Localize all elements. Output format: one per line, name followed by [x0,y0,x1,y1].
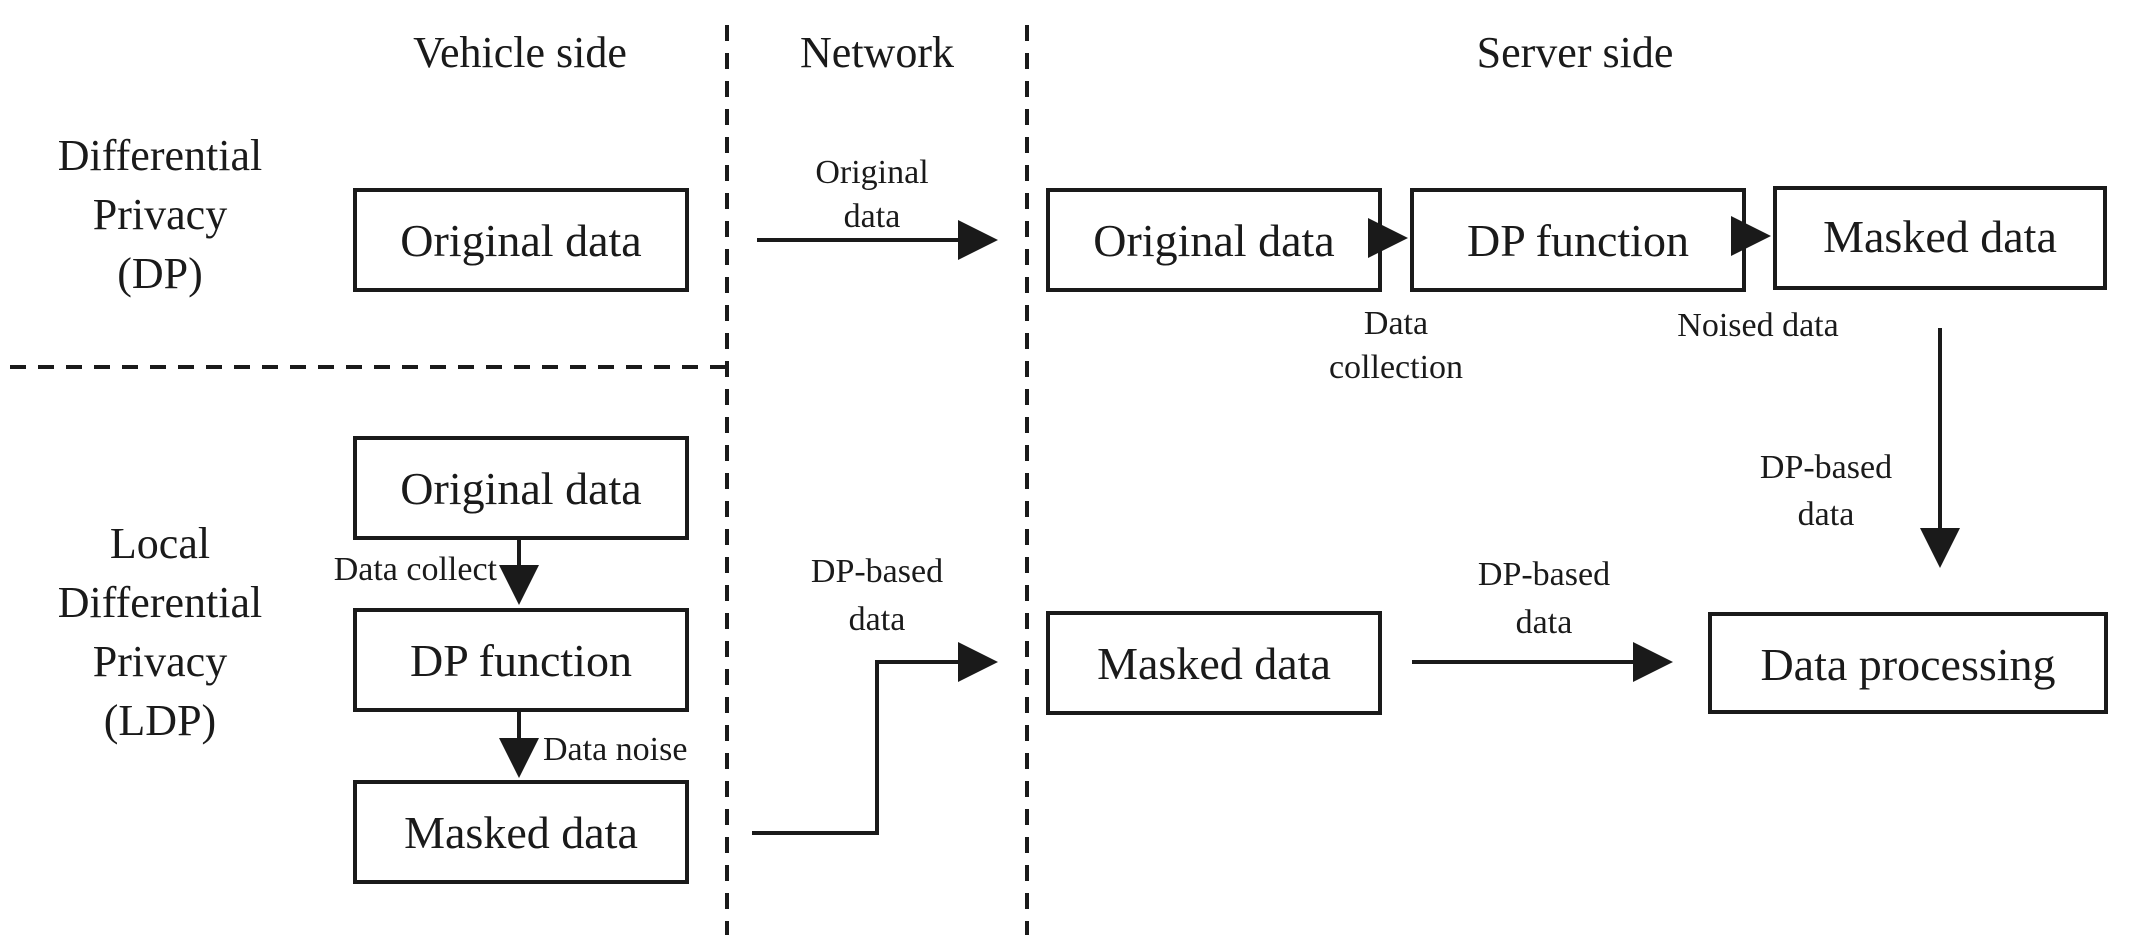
box-dp-server-original: Original data [1046,188,1382,292]
svg-text:Masked data: Masked data [1097,638,1331,689]
header-network: Network [800,28,954,77]
svg-text:DP function: DP function [1467,215,1689,266]
row-label-ldp: Local Differential Privacy (LDP) [58,519,262,745]
box-dp-server-function: DP function [1410,188,1746,292]
box-ldp-vehicle-function: DP function [353,608,689,712]
svg-text:Privacy: Privacy [93,190,227,239]
label-ldp-server-line1: DP-based [1478,556,1610,593]
svg-text:DP function: DP function [410,635,632,686]
label-dp-network-line2: data [844,198,901,235]
label-dp-based-right-line2: data [1798,496,1855,533]
svg-text:Original data: Original data [400,463,641,514]
svg-text:Data processing: Data processing [1760,639,2055,690]
box-dp-server-masked: Masked data [1773,186,2107,290]
svg-text:Original data: Original data [400,215,641,266]
svg-text:Differential: Differential [58,578,262,627]
label-ldp-network-line2: data [849,601,906,638]
svg-text:Original data: Original data [1093,215,1334,266]
svg-text:Privacy: Privacy [93,637,227,686]
row-label-dp: Differential Privacy (DP) [58,131,262,298]
label-ldp-network-line1: DP-based [811,553,943,590]
header-server-side: Server side [1477,28,1674,77]
label-data-collect: Data collect [334,551,498,588]
box-dp-vehicle-original: Original data [353,188,689,292]
label-noised-data: Noised data [1677,307,1838,344]
svg-text:(DP): (DP) [117,249,203,298]
svg-text:Differential: Differential [58,131,262,180]
label-data-noise: Data noise [543,731,687,768]
box-ldp-vehicle-original: Original data [353,436,689,540]
svg-text:Masked data: Masked data [404,807,638,858]
label-data-collection-line1: Data [1364,305,1428,342]
box-ldp-server-masked: Masked data [1046,611,1382,715]
svg-text:Local: Local [110,519,210,568]
arrow-ldp-network [752,642,998,835]
label-dp-network-line1: Original [815,154,928,191]
label-ldp-server-line2: data [1516,604,1573,641]
header-vehicle-side: Vehicle side [413,28,627,77]
label-dp-based-right-line1: DP-based [1760,449,1892,486]
svg-text:Masked data: Masked data [1823,211,2057,262]
box-data-processing: Data processing [1708,612,2108,714]
box-ldp-vehicle-masked: Masked data [353,780,689,884]
label-data-collection-line2: collection [1329,349,1463,386]
svg-text:(LDP): (LDP) [104,696,216,745]
